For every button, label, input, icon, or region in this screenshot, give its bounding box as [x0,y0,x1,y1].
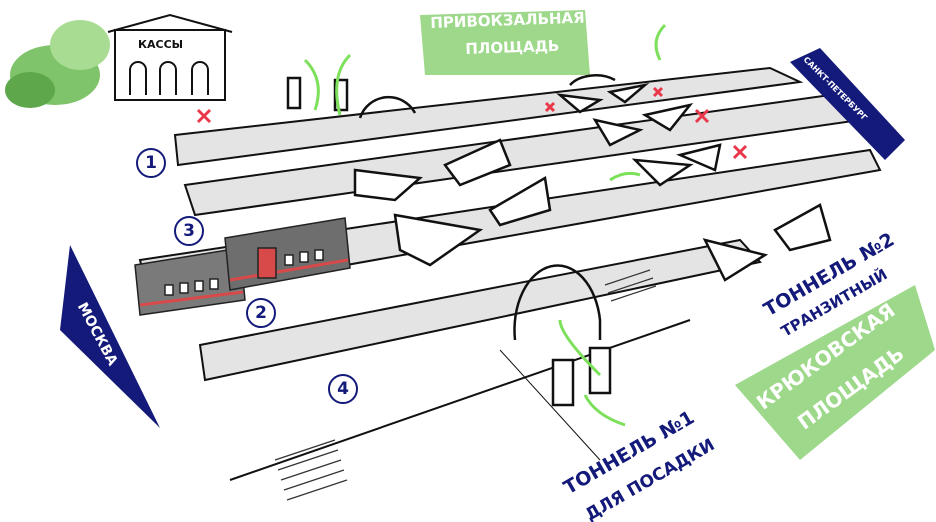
moscow-direction-sign [60,245,160,428]
track-number-1: 1 [136,148,166,178]
platform-canopies [286,74,832,407]
track-number-2: 2 [246,298,276,328]
platform-band [173,66,804,167]
station-square-label-2: ПЛОЩАДЬ [465,36,560,58]
track-number-3: 3 [174,216,204,246]
closed-cross-icons [196,86,748,160]
ticket-office-building [107,13,233,101]
arrow-icons [303,23,667,427]
train [134,217,351,316]
kryukovo-square-sign [735,285,935,460]
stairs [274,269,657,501]
tree-icon [5,20,110,108]
platform-band [198,238,762,382]
spb-direction-sign [790,48,905,160]
ticket-office-label: КАССЫ [138,38,184,51]
track-number-4: 4 [328,374,358,404]
station-square-sign [420,10,590,75]
